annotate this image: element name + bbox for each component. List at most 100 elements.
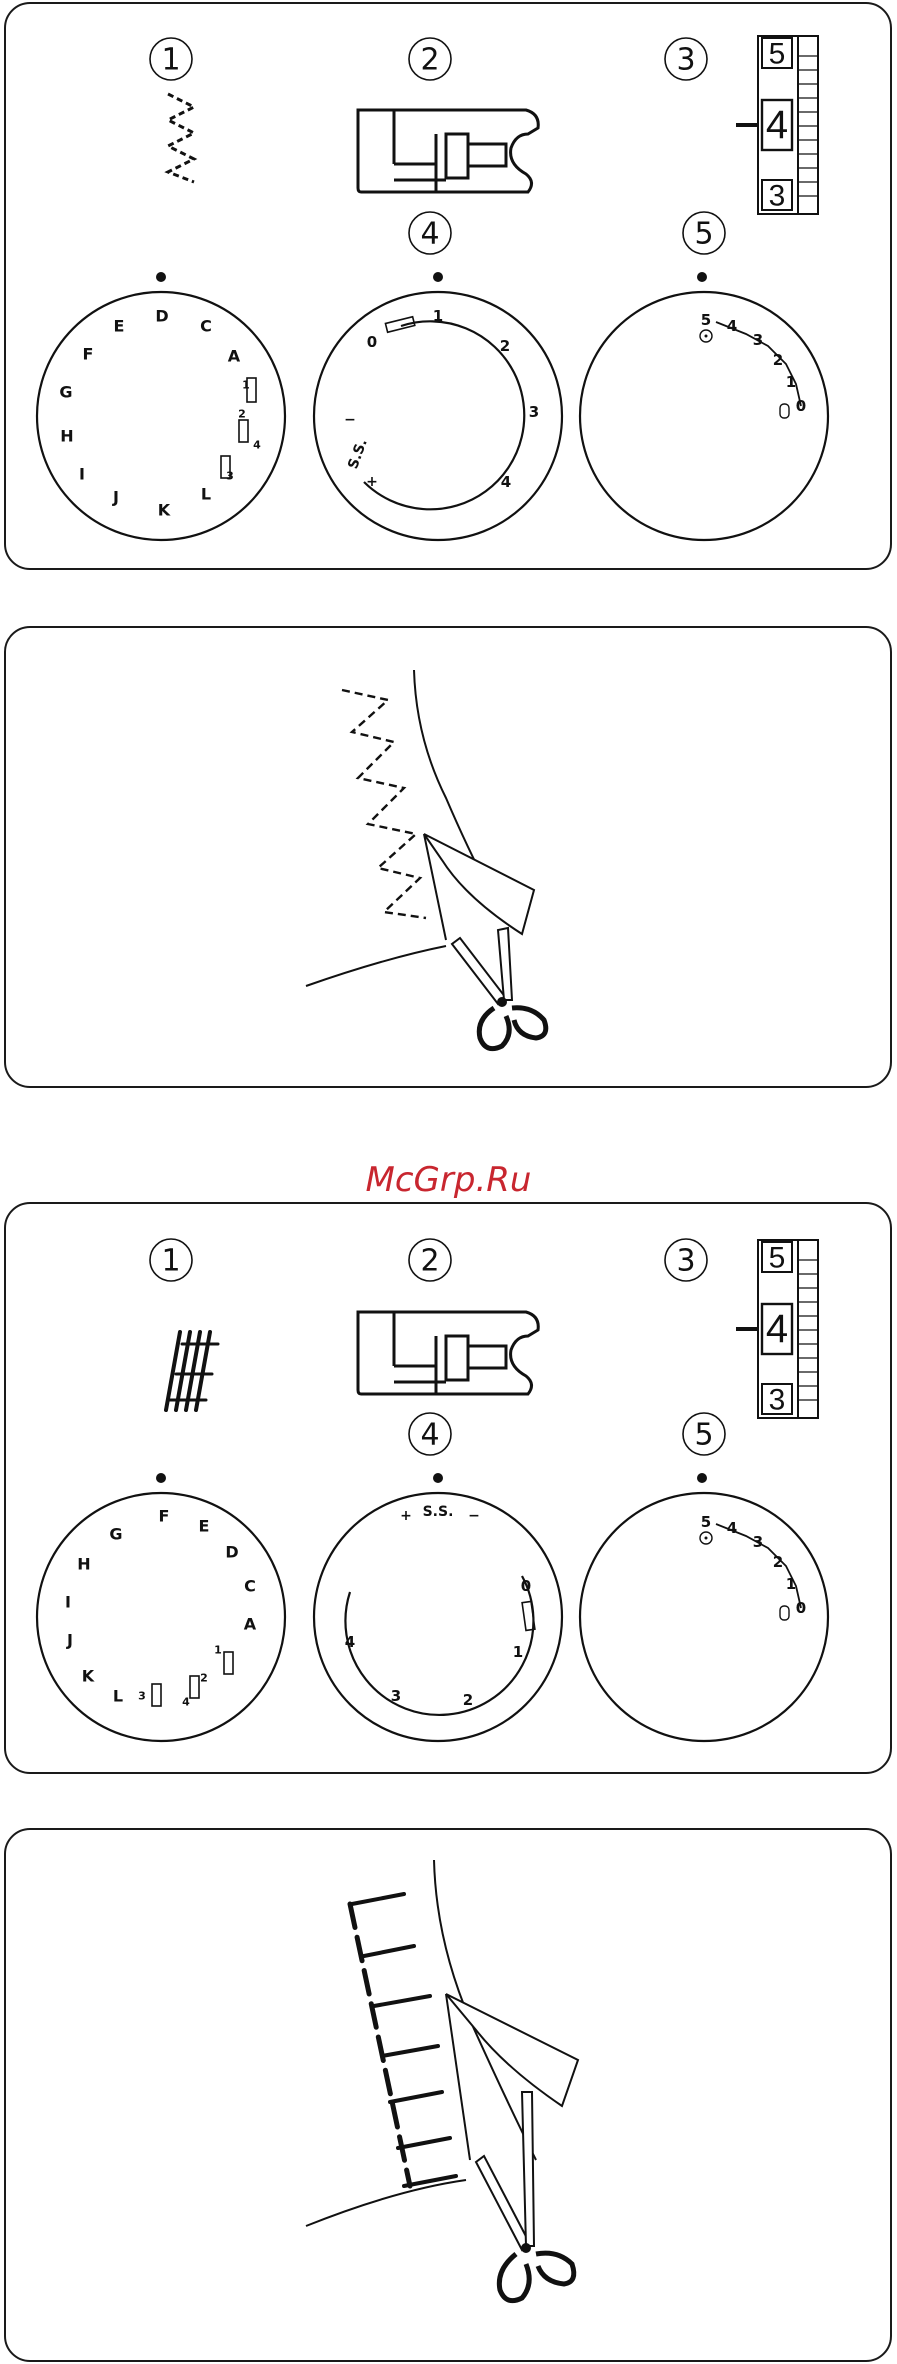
width-mark-1: 1	[786, 373, 796, 391]
width-scale-5: 5	[769, 38, 786, 71]
trimming-illustration-overedge-panel	[4, 1828, 892, 2362]
width-mark-3: 3	[753, 1533, 763, 1551]
width-mark-3: 3	[753, 331, 763, 349]
pattern-number-4: 4	[253, 439, 261, 452]
width-mark-4: 4	[727, 317, 737, 335]
settings-panel-zigzag: 1 2 3 4 5	[4, 2, 892, 570]
length-mark-plus: +	[400, 1508, 412, 1524]
step-5-marker: 5	[683, 212, 725, 254]
pattern-letter-e: E	[199, 1517, 210, 1536]
width-mark-4: 4	[727, 1519, 737, 1537]
length-mark-2: 2	[500, 337, 510, 355]
zigzag-stitch-icon	[168, 94, 194, 182]
presser-foot-icon	[358, 110, 538, 192]
presser-foot-icon	[358, 1312, 538, 1394]
scissors-icon	[452, 928, 546, 1049]
pattern-letter-j: J	[112, 488, 119, 507]
scissors-icon	[476, 2092, 574, 2301]
width-mark-2: 2	[773, 1553, 783, 1571]
pattern-number-3: 3	[138, 1690, 146, 1703]
pattern-letter-f: F	[159, 1507, 170, 1526]
watermark: McGrp.Ru	[0, 1160, 897, 1200]
overedge-stitch-line	[350, 1894, 456, 2186]
step-1-label: 1	[161, 43, 180, 78]
step-3-marker: 3	[665, 1239, 707, 1281]
pattern-letter-c: C	[244, 1577, 256, 1596]
pattern-letter-l: L	[113, 1687, 123, 1706]
stitch-width-dial: 5 4 3 2 1 0	[580, 272, 828, 540]
step-4-label: 4	[420, 217, 439, 252]
width-mark-0: 0	[796, 1599, 806, 1617]
trimming-illustration-zigzag	[6, 628, 890, 1086]
width-scale-4: 4	[766, 1307, 788, 1351]
length-mark-minus: −	[344, 412, 356, 428]
pattern-letter-g: G	[109, 1525, 122, 1544]
settings-diagram-zigzag: 1 2 3 4 5	[6, 4, 890, 568]
step-2-label: 2	[420, 1244, 439, 1279]
width-mark-0: 0	[796, 397, 806, 415]
step-4-marker: 4	[409, 212, 451, 254]
pattern-letter-h: H	[77, 1555, 90, 1574]
pattern-number-3: 3	[226, 470, 234, 483]
length-mark-4: 4	[345, 1633, 355, 1651]
pattern-selector-dial: D C A 1 2 4 3 L K J I H G F E	[37, 272, 285, 540]
length-mark-3: 3	[391, 1687, 401, 1705]
width-mark-2: 2	[773, 351, 783, 369]
length-mark-ss: S.S.	[345, 437, 371, 471]
length-mark-minus: −	[468, 1508, 480, 1524]
length-mark-4: 4	[501, 473, 511, 491]
pattern-number-1: 1	[242, 379, 250, 392]
pattern-letter-k: K	[158, 501, 171, 520]
width-mark-5: 5	[701, 311, 711, 329]
step-5-marker: 5	[683, 1413, 725, 1455]
stitch-length-dial: 0 1 2 3 4 + S.S. −	[314, 272, 562, 540]
step-3-label: 3	[676, 43, 695, 78]
width-scale-4: 4	[766, 103, 788, 147]
pattern-letter-e: E	[114, 317, 125, 336]
buttonhole-2-icon	[239, 420, 248, 442]
step-2-marker: 2	[409, 1239, 451, 1281]
step-1-label: 1	[161, 1244, 180, 1279]
pattern-selector-dial: F E D C A 1 2 4 3 L K J I H G	[37, 1473, 285, 1741]
buttonhole-1-icon	[224, 1652, 233, 1674]
pattern-number-2: 2	[238, 408, 246, 421]
length-mark-plus: +	[366, 474, 378, 490]
buttonhole-3-icon	[152, 1684, 161, 1706]
step-4-marker: 4	[409, 1413, 451, 1455]
length-mark-1: 1	[513, 1643, 523, 1661]
pattern-letter-i: I	[79, 465, 85, 484]
stitch-width-dial: 5 4 3 2 1 0	[580, 1473, 828, 1741]
length-mark-1: 1	[433, 307, 443, 325]
pattern-letter-a: A	[244, 1615, 257, 1634]
buttonhole-2-icon	[190, 1676, 199, 1698]
step-3-marker: 3	[665, 38, 707, 80]
pattern-letter-i: I	[65, 1593, 71, 1612]
step-4-label: 4	[420, 1418, 439, 1453]
step-5-label: 5	[694, 217, 713, 252]
step-2-marker: 2	[409, 38, 451, 80]
trimming-illustration-zigzag-panel	[4, 626, 892, 1088]
width-scale-5: 5	[769, 1242, 786, 1275]
pattern-number-1: 1	[214, 1644, 222, 1657]
overedge-stitch-icon	[166, 1332, 218, 1410]
pattern-letter-d: D	[155, 307, 168, 326]
length-mark-0: 0	[367, 333, 377, 351]
width-scale-3: 3	[769, 1384, 786, 1417]
trimming-illustration-overedge	[6, 1830, 890, 2360]
pattern-letter-f: F	[83, 345, 94, 364]
step-1-marker: 1	[150, 38, 192, 80]
width-mark-1: 1	[786, 1575, 796, 1593]
pattern-letter-k: K	[82, 1667, 95, 1686]
pattern-number-4: 4	[182, 1696, 190, 1709]
step-3-label: 3	[676, 1244, 695, 1279]
length-mark-ss: S.S.	[423, 1504, 454, 1520]
settings-panel-overedge: 1 2 3 4 5	[4, 1202, 892, 1774]
length-mark-0: 0	[521, 1577, 531, 1595]
stitch-length-dial: + S.S. − 0 1 2 3 4	[314, 1473, 562, 1741]
settings-diagram-overedge: 1 2 3 4 5	[6, 1204, 890, 1772]
length-mark-3: 3	[529, 403, 539, 421]
pattern-letter-j: J	[66, 1631, 73, 1650]
pattern-letter-a: A	[228, 347, 241, 366]
step-2-label: 2	[420, 43, 439, 78]
width-mark-5: 5	[701, 1513, 711, 1531]
